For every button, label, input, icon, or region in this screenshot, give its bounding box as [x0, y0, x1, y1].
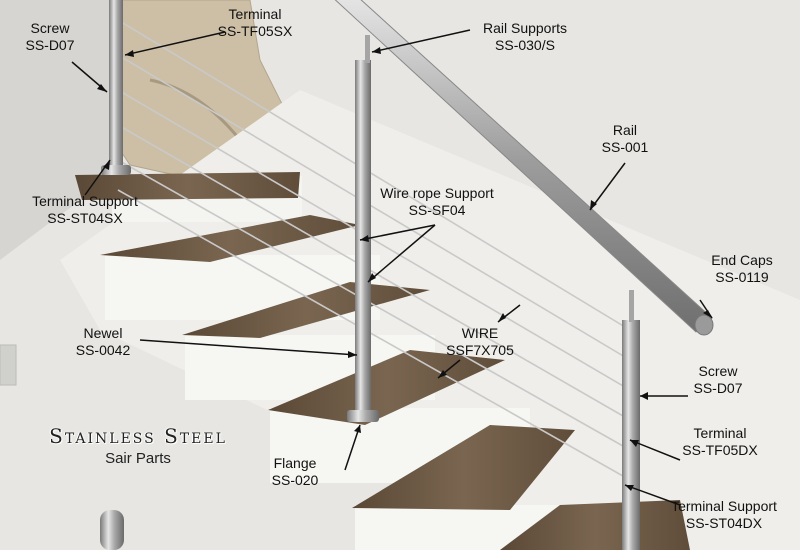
label-code: SS-030/S [495, 37, 555, 53]
cable-wires [117, 19, 631, 481]
label-name: Flange [273, 455, 317, 471]
rail-support [629, 290, 634, 322]
label-terminal-support-bottom: Terminal Support SS-ST04DX [671, 498, 777, 532]
label-newel: Newel SS-0042 [76, 325, 130, 359]
label-end-caps: End Caps SS-0119 [711, 252, 772, 286]
label-code: SS-0119 [715, 269, 769, 285]
label-name: Rail [612, 122, 638, 138]
wire [117, 89, 631, 391]
label-flange: Flange SS-020 [272, 455, 319, 489]
label-wire-rope-support: Wire rope Support SS-SF04 [380, 185, 494, 219]
label-name: Screw [698, 363, 738, 379]
label-code: SS-D07 [693, 380, 743, 396]
label-code: SS-TF05SX [217, 23, 293, 39]
rail-support [365, 35, 370, 63]
post-bottom-cap [100, 510, 124, 550]
rail-end-cap [694, 314, 714, 336]
label-screw-top: Screw SS-D07 [25, 20, 74, 54]
label-code: SS-ST04DX [685, 515, 763, 531]
label-screw-bottom: Screw SS-D07 [693, 363, 742, 397]
label-rail: Rail SS-001 [602, 122, 649, 156]
label-name: Terminal [228, 6, 282, 22]
wall-outlet [0, 344, 17, 386]
newel-post-end [622, 320, 640, 550]
wire [117, 19, 631, 331]
label-code: SS-020 [271, 472, 319, 488]
label-wire: WIRE SSF7X705 [446, 325, 514, 359]
newel-post-top [109, 0, 123, 175]
label-name: End Caps [711, 252, 773, 268]
label-terminal-support-top: Terminal Support SS-ST04SX [32, 193, 138, 227]
label-name: Newel [83, 325, 123, 341]
label-code: SS-ST04SX [47, 210, 123, 226]
label-terminal-top: Terminal SS-TF05SX [218, 6, 293, 40]
label-name: Screw [30, 20, 70, 36]
label-terminal-bottom: Terminal SS-TF05DX [682, 425, 757, 459]
label-rail-supports: Rail Supports SS-030/S [483, 20, 567, 54]
tread [352, 425, 575, 510]
wire [117, 54, 631, 361]
brand-caption: Stainless Steel Sair Parts [8, 424, 268, 467]
label-code: SS-TF05DX [682, 442, 758, 458]
label-code: SSF7X705 [446, 342, 514, 358]
wire [117, 124, 631, 421]
label-code: SS-001 [601, 139, 649, 155]
brand-subtitle: Sair Parts [105, 450, 171, 467]
tread [500, 500, 690, 550]
leader-arrowheads [97, 47, 712, 491]
post-flange [347, 410, 379, 422]
label-name: Terminal [693, 425, 747, 441]
tread [268, 350, 505, 425]
label-code: SS-0042 [75, 342, 131, 358]
brand-title: Stainless Steel [49, 424, 227, 448]
newel-post-middle [355, 60, 371, 415]
label-code: SS-SF04 [408, 202, 466, 218]
label-code: SS-D07 [25, 37, 75, 53]
label-name: Terminal Support [671, 498, 777, 514]
tread [75, 172, 300, 200]
wire [117, 159, 631, 451]
wire [117, 189, 631, 481]
label-name: Rail Supports [482, 20, 568, 36]
label-name: Terminal Support [32, 193, 138, 209]
label-name: WIRE [461, 325, 499, 341]
label-name: Wire rope Support [380, 185, 494, 201]
